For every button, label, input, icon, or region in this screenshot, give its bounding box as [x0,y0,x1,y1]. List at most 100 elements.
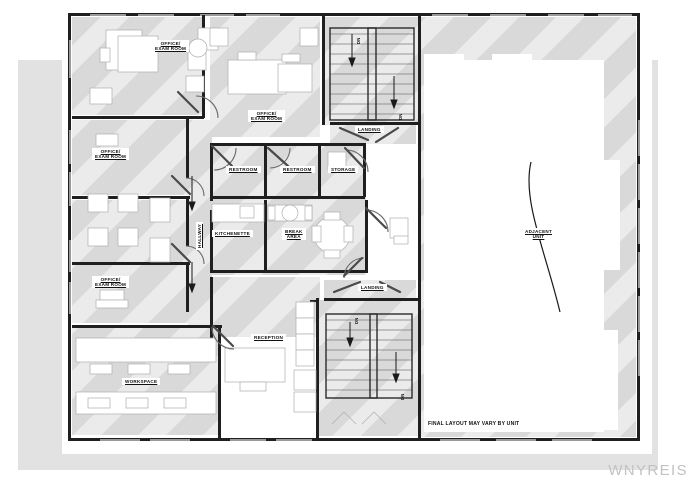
floor-fill-storage [320,145,366,275]
room-label-break-area: BREAK AREA [282,228,306,241]
window-bottom-7 [552,439,592,441]
core-wall-top [210,143,366,146]
watermark: WNYREIS [608,462,688,479]
adjacent-unit-notch-a [424,54,464,66]
window-bottom-3 [230,439,266,441]
office-exam-2-line2: EXAM ROOM [251,116,283,122]
stairwell-upper-wall-left [322,15,325,125]
hallway-wall-right-a [210,145,213,201]
break-area-line2: AREA [286,234,301,240]
partition-office1-bottom [72,116,204,119]
room-label-office-exam-4: OFFICE/ EXAM ROOM [92,276,130,289]
stair-direction-upper-left: DN [356,37,361,44]
adjacent-unit-notch-b [492,54,532,66]
window-top-8 [598,14,632,16]
floor-fill-stairwell-upper [324,17,420,125]
demising-wall [418,13,421,441]
partition-workspace-top [72,325,222,328]
room-label-office-exam-1: OFFICE/ EXAM ROOM [152,40,190,53]
window-right-5 [638,296,640,332]
partition-office1-right [202,15,205,118]
window-left-1 [69,40,71,78]
window-bottom-4 [276,439,312,441]
break-area-line1: BREAK [285,229,303,234]
adjacent-unit-notch-d [604,330,618,430]
window-top-3 [200,14,234,16]
kitchenette-break-divider [264,200,267,272]
window-right-2 [638,164,640,200]
exterior-wall-top [68,13,640,16]
window-left-5 [69,282,71,314]
room-label-adjacent-unit: ADJACENT UNIT [522,228,556,241]
window-top-1 [90,14,126,16]
stair-direction-lower-left: DN [354,317,359,324]
restroom-divider [264,145,267,197]
room-label-reception: RECEPTION [251,334,287,342]
room-label-landing-lower: LANDING [358,284,387,292]
floor-fill-reception-upper [212,277,320,337]
window-top-4 [246,14,280,16]
office-exam-3-line2: EXAM ROOM [95,154,127,160]
restroom2-storage-divider [318,145,321,197]
room-label-storage: STORAGE [328,166,359,174]
office-exam-4-line1: OFFICE/ [100,277,121,282]
stair-direction-upper-right: DN [398,113,403,120]
stairwell-upper-wall-bottom [330,122,418,125]
adjacent-unit-notch-c [604,160,620,270]
window-top-6 [490,14,526,16]
office-exam-4-line2: EXAM ROOM [95,282,127,288]
room-label-office-exam-2: OFFICE/ EXAM ROOM [248,110,286,123]
room-label-landing-upper: LANDING [355,126,384,134]
window-bottom-2 [150,439,190,441]
exterior-wall-left [68,13,71,441]
window-bottom-5 [440,439,480,441]
adjacent-unit-core [424,60,604,432]
window-right-6 [638,340,640,376]
office-exam-1-line2: EXAM ROOM [155,46,187,52]
window-bottom-6 [496,439,536,441]
storage-wall-right [363,145,366,197]
exterior-wall-bottom [68,438,640,441]
stair-direction-lower-right: DN [400,393,405,400]
hallway-wall-left-b [186,196,189,246]
room-label-restroom-1: RESTROOM [226,166,261,174]
window-top-2 [138,14,174,16]
window-left-3 [69,172,71,206]
storage-wall-bottom [318,196,365,199]
adjacent-unit-line1: ADJACENT [525,229,553,234]
room-label-kitchenette: KITCHENETTE [212,230,253,238]
restroom-wall-bottom [210,196,320,199]
office-exam-2-line1: OFFICE/ [256,111,277,116]
room-label-hallway: HALLWAY [196,221,203,250]
break-wall-right [365,200,368,272]
partition-office4-top [72,262,190,265]
adjacent-unit-line2: UNIT [532,234,545,240]
room-label-restroom-2: RESTROOM [280,166,315,174]
window-right-3 [638,208,640,244]
window-right-4 [638,252,640,288]
floor-fill-office-4a [72,200,188,262]
office-exam-1-line1: OFFICE/ [160,41,181,46]
hallway-wall-left-a [186,118,189,178]
window-left-4 [69,240,71,272]
window-top-7 [548,14,584,16]
room-label-office-exam-3: OFFICE/ EXAM ROOM [92,148,130,161]
workspace-reception-wall [218,327,221,439]
window-bottom-1 [100,439,140,441]
office-exam-3-line1: OFFICE/ [100,149,121,154]
window-top-5 [432,14,468,16]
floor-fill-office-4b [72,265,188,323]
hallway-wall-right-b [210,210,213,270]
hallway-wall-left-c [186,262,189,312]
reception-stub [310,300,318,302]
window-right-1 [638,120,640,156]
floor-fill-stairwell-lower [316,300,420,436]
floor-fill-office-3 [72,120,188,195]
kitchenette-break-bottom [210,270,368,273]
floor-fill-office-1 [72,17,202,115]
window-left-2 [69,130,71,164]
layout-disclaimer: FINAL LAYOUT MAY VARY BY UNIT [428,421,520,427]
stairwell-lower-wall-top [324,298,418,301]
stairwell-lower-wall-left [316,298,319,438]
